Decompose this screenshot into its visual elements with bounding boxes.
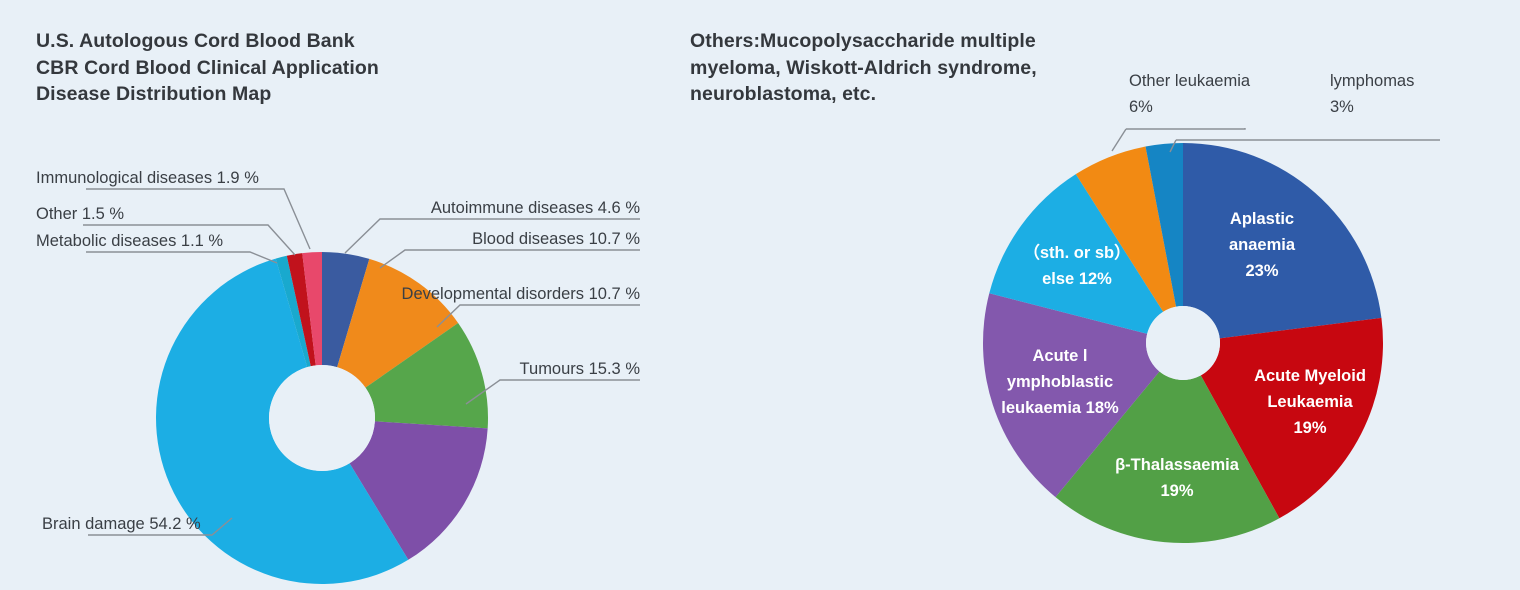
left-leader-lines bbox=[83, 188, 640, 536]
left-chart-title: U.S. Autologous Cord Blood Bank CBR Cord… bbox=[36, 28, 379, 108]
slice-callout-label: 6% bbox=[1129, 98, 1153, 116]
slice-inside-label: leukaemia 18% bbox=[1001, 399, 1119, 417]
slice-inside-label: Acute l bbox=[1032, 347, 1087, 365]
left-title-line-3: Disease Distribution Map bbox=[36, 83, 272, 105]
right-note-text: Others:Mucopolysaccharide multiple myelo… bbox=[690, 30, 1037, 105]
leader-autoimmune bbox=[344, 218, 640, 254]
slice-inside-label: Leukaemia bbox=[1267, 393, 1353, 411]
pie-slice[interactable] bbox=[989, 174, 1164, 334]
slice-callout-label: Other leukaemia bbox=[1129, 72, 1251, 90]
slice-inside-label: 19% bbox=[1160, 482, 1193, 500]
pie-slice[interactable] bbox=[349, 421, 488, 560]
leader-immunological bbox=[86, 188, 311, 250]
pie-slice[interactable] bbox=[1075, 146, 1177, 312]
pie-slice[interactable] bbox=[337, 258, 459, 388]
pie-slice[interactable] bbox=[983, 293, 1160, 498]
left-donut-slices bbox=[156, 252, 488, 584]
disease-distribution-donut-chart: Autoimmune diseases 4.6 % Blood diseases … bbox=[36, 169, 640, 584]
left-chart-panel: U.S. Autologous Cord Blood Bank CBR Cord… bbox=[0, 0, 680, 590]
pie-slice[interactable] bbox=[1183, 143, 1382, 339]
callout-label: Tumours 15.3 % bbox=[520, 360, 641, 378]
left-donut-hole bbox=[269, 365, 375, 471]
left-title-line-1: U.S. Autologous Cord Blood Bank bbox=[36, 30, 355, 52]
right-leader-lines bbox=[1111, 128, 1440, 153]
slice-inside-label: Acute Myeloid bbox=[1254, 367, 1366, 385]
leader-brain-damage bbox=[88, 517, 233, 536]
callout-label: Blood diseases 10.7 % bbox=[472, 230, 640, 248]
leader-developmental bbox=[436, 304, 640, 328]
slice-inside-label: Aplastic bbox=[1230, 210, 1294, 228]
pie-slice[interactable] bbox=[286, 253, 316, 367]
right-donut-hole bbox=[1146, 306, 1220, 380]
pie-slice[interactable] bbox=[365, 322, 488, 429]
leader-other bbox=[83, 224, 296, 256]
right-chart-note: Others:Mucopolysaccharide multiple myelo… bbox=[690, 28, 1110, 108]
right-callout-labels: Other leukaemia 6% lymphomas 3% bbox=[1129, 72, 1414, 116]
callout-label: Brain damage 54.2 % bbox=[42, 515, 201, 533]
pie-slice[interactable] bbox=[1200, 317, 1383, 519]
callout-label: Autoimmune diseases 4.6 % bbox=[431, 199, 640, 217]
slice-inside-label: 23% bbox=[1245, 262, 1278, 280]
callout-label: Metabolic diseases 1.1 % bbox=[36, 232, 223, 250]
slice-inside-label: anaemia bbox=[1229, 236, 1296, 254]
right-donut-slices bbox=[983, 143, 1383, 543]
slice-inside-label: ymphoblastic bbox=[1007, 373, 1113, 391]
pie-slice[interactable] bbox=[322, 252, 370, 368]
leader-metabolic bbox=[86, 251, 278, 264]
callout-label: Immunological diseases 1.9 % bbox=[36, 169, 259, 187]
leader-other-leukaemia-tick bbox=[1111, 128, 1127, 152]
slice-inside-label: else 12% bbox=[1042, 270, 1112, 288]
left-callout-labels: Autoimmune diseases 4.6 % Blood diseases … bbox=[36, 169, 640, 533]
pie-slice[interactable] bbox=[1055, 371, 1280, 543]
leader-blood bbox=[379, 249, 640, 269]
slice-inside-label: 19% bbox=[1293, 419, 1326, 437]
pie-slice[interactable] bbox=[156, 258, 409, 584]
leader-lymphomas-tick bbox=[1169, 139, 1177, 153]
leader-other-leukaemia bbox=[1126, 128, 1246, 130]
blood-disease-breakdown-donut-chart: Aplastic anaemia 23% Acute MyeloidLeukaemia… bbox=[983, 72, 1440, 543]
left-title-line-2: CBR Cord Blood Clinical Application bbox=[36, 56, 379, 79]
callout-label: Developmental disorders 10.7 % bbox=[402, 285, 641, 303]
pie-slice[interactable] bbox=[1145, 143, 1183, 307]
slice-inside-label: （sth. or sb） bbox=[1023, 242, 1130, 262]
right-chart-panel: Others:Mucopolysaccharide multiple myelo… bbox=[680, 0, 1520, 590]
slice-callout-label: 3% bbox=[1330, 98, 1354, 116]
callout-label: Other 1.5 % bbox=[36, 205, 124, 223]
slice-callout-label: lymphomas bbox=[1330, 72, 1414, 90]
slice-inside-label: β-Thalassaemia bbox=[1115, 456, 1240, 474]
right-inside-labels: Aplastic anaemia 23% Acute MyeloidLeukaemia… bbox=[1001, 210, 1366, 500]
leader-tumours bbox=[465, 379, 640, 405]
pie-slice[interactable] bbox=[302, 252, 322, 366]
pie-slice[interactable] bbox=[275, 255, 311, 368]
